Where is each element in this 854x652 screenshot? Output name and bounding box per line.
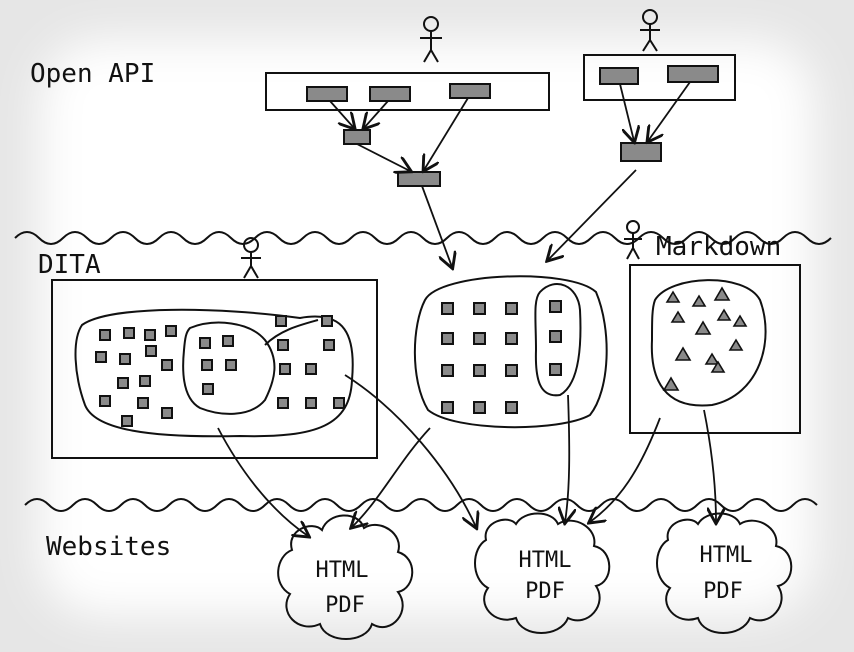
person-icon	[640, 9, 660, 52]
label-dita: DITA	[38, 250, 101, 280]
api-arrows	[329, 81, 691, 267]
output-1-line2: PDF	[325, 593, 365, 618]
divider-top	[14, 231, 832, 245]
api-container-right	[583, 54, 736, 101]
output-cloud: HTML PDF	[277, 514, 414, 640]
person-icon	[420, 16, 442, 63]
label-markdown: Markdown	[656, 232, 781, 262]
dita-topic-group	[74, 308, 354, 438]
markdown-topics	[662, 286, 748, 391]
output-cloud: HTML PDF	[474, 512, 611, 634]
markdown-container	[629, 264, 801, 434]
person-icon	[241, 237, 261, 279]
dita-container	[51, 279, 378, 459]
output-1-line1: HTML	[316, 558, 369, 583]
api-blocks	[306, 65, 719, 187]
shared-subgroup	[534, 283, 582, 397]
markdown-topic-group	[650, 279, 767, 407]
dita-topics	[95, 315, 345, 427]
label-open-api: Open API	[30, 59, 155, 89]
output-2-line1: HTML	[519, 548, 572, 573]
shared-topics	[441, 300, 562, 414]
shared-topic-group	[413, 275, 608, 429]
label-websites: Websites	[46, 532, 171, 562]
person-icon	[624, 220, 642, 260]
api-container-left	[265, 72, 550, 111]
publish-arrows	[217, 374, 716, 536]
output-3-line2: PDF	[703, 579, 743, 604]
output-3-line1: HTML	[700, 543, 753, 568]
divider-bottom	[24, 498, 818, 512]
output-cloud: HTML PDF	[656, 512, 793, 634]
dita-subgroup	[182, 321, 276, 415]
paper	[40, 40, 814, 615]
output-2-line2: PDF	[525, 579, 565, 604]
